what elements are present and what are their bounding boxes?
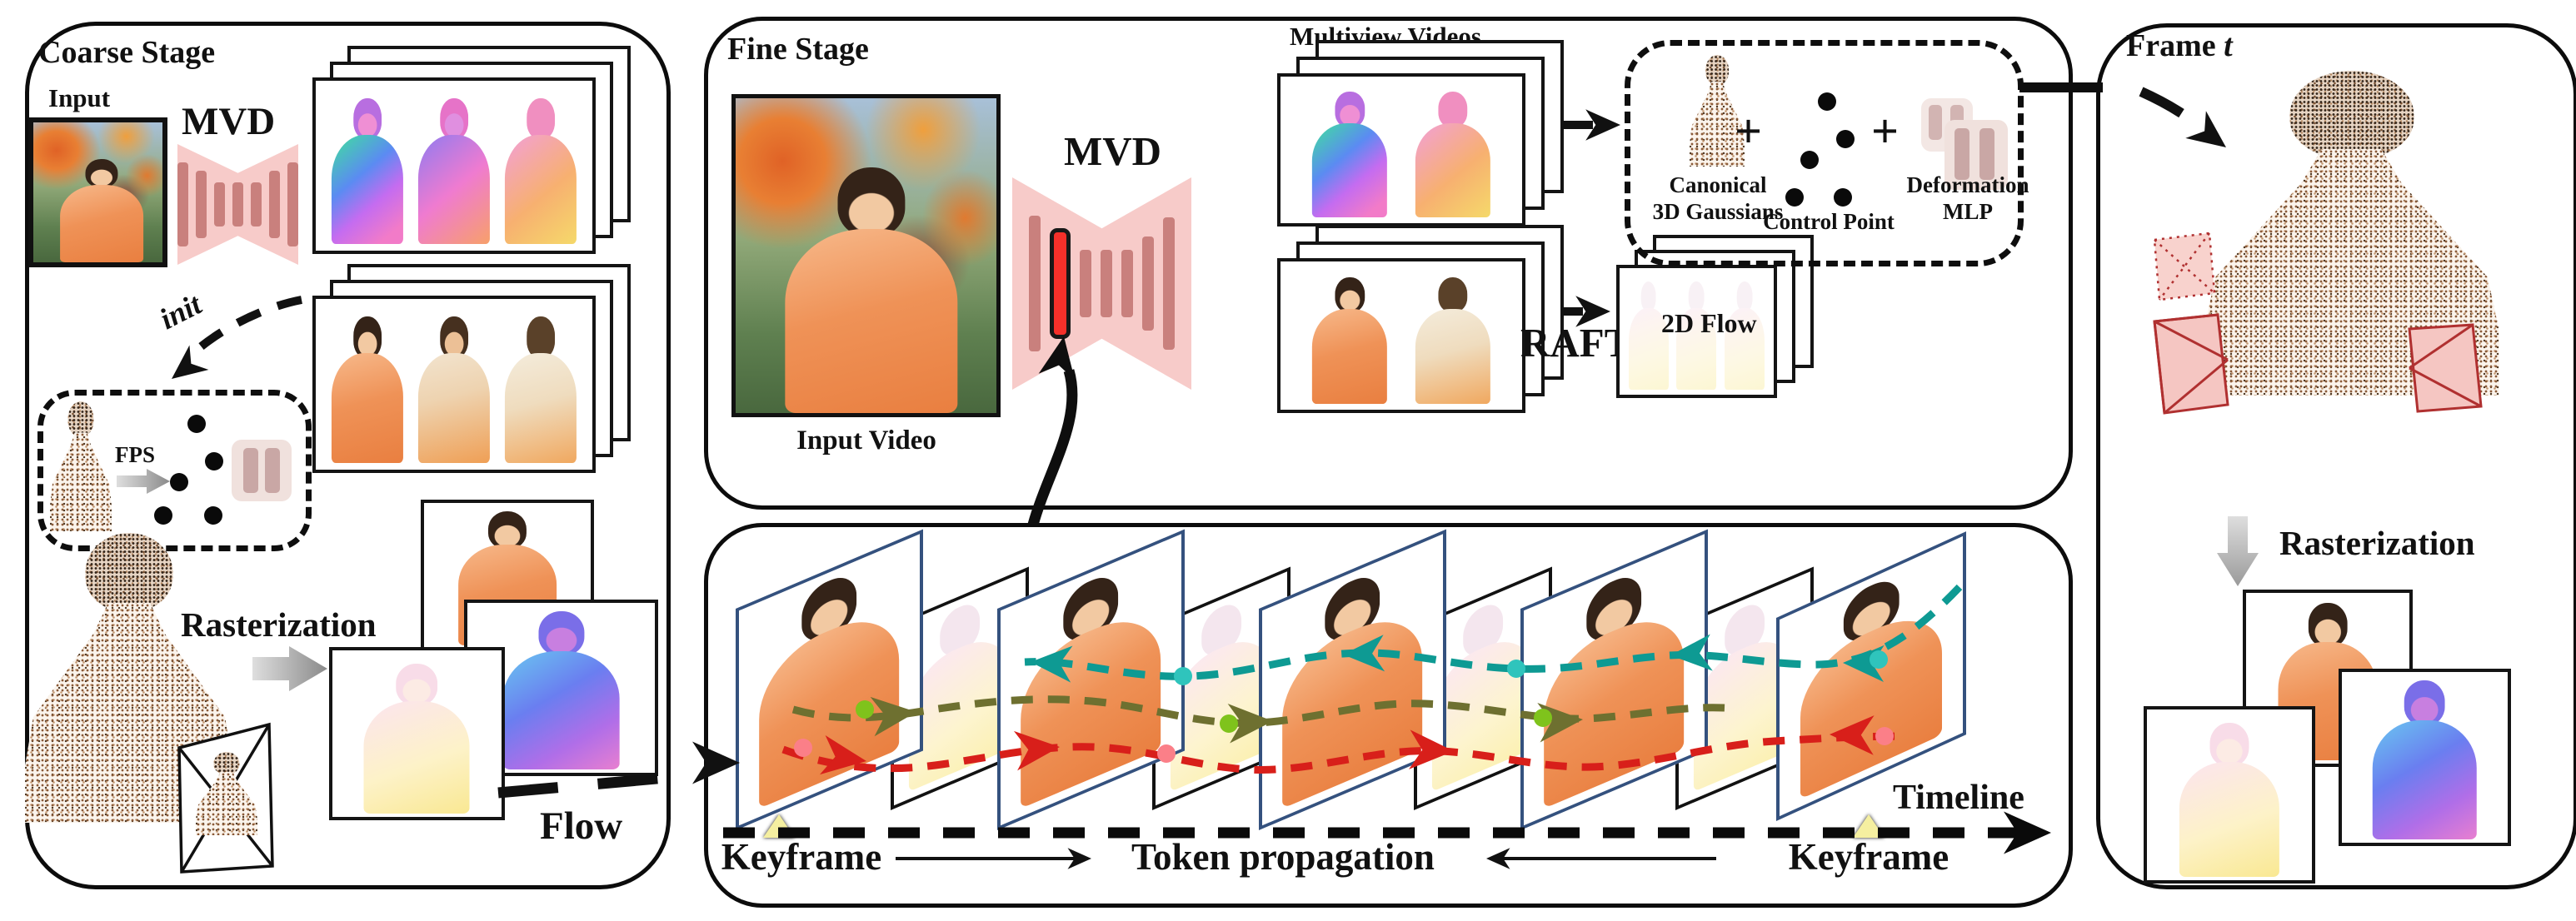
keyframe-right-label: Keyframe — [1788, 836, 1949, 878]
coarse-stage-title: Coarse Stage — [38, 35, 216, 70]
stack-front-frame — [312, 296, 596, 473]
raft-label: RAFT — [1520, 320, 1632, 366]
rgb-person — [502, 316, 580, 462]
control-point-dot — [204, 506, 222, 525]
control-point-dot — [154, 506, 172, 525]
keyframe-marker-left — [763, 814, 795, 838]
token-propagation-label: Token propagation — [1131, 836, 1435, 878]
canonical-label-line1: Canonical — [1669, 172, 1767, 197]
stack-front-frame — [312, 77, 596, 254]
normal-map-person — [328, 98, 407, 244]
control-point-dot — [1818, 92, 1836, 111]
frame-t-title: Frame t — [2126, 28, 2233, 63]
coarse-input-label: Input — [48, 83, 111, 112]
keyframe-left-label: Keyframe — [721, 836, 882, 878]
frame-t-gaussian-bust — [2204, 71, 2499, 396]
control-point-dot — [187, 415, 206, 433]
fine-input-video-label: Input Video — [796, 426, 936, 456]
normal-map-person — [1309, 92, 1390, 217]
input-video-person — [777, 167, 965, 413]
coarse-rasterization-label: Rasterization — [181, 605, 377, 644]
deformation-mlp-icon — [1921, 98, 2013, 192]
frustum-mini-render — [196, 752, 257, 835]
rgb-person — [415, 316, 493, 462]
stack-front-frame — [1277, 73, 1525, 227]
rendered-normal-person — [2369, 680, 2481, 839]
timeline-label: Timeline — [1893, 779, 2024, 817]
control-point-dot — [1800, 151, 1819, 169]
stack-front-frame — [1277, 258, 1525, 413]
rgb-person — [1309, 277, 1390, 404]
control-point-dot — [205, 452, 223, 470]
stack-front-frame: 2D Flow — [1616, 265, 1777, 398]
rendered-flow-person — [2175, 723, 2284, 877]
rgb-person — [328, 316, 407, 462]
fine-mvd-label: MVD — [1064, 128, 1162, 174]
flow2d-label: 2D Flow — [1661, 308, 1757, 338]
fine-stage-title: Fine Stage — [727, 32, 869, 67]
frame-t-flow-frame — [2144, 706, 2315, 884]
frame-t-title-var: t — [2224, 28, 2233, 63]
coarse-flow-label: Flow — [540, 804, 623, 848]
normal-map-person — [502, 98, 580, 244]
control-point-dot — [170, 473, 188, 491]
rendered-normal-person — [497, 611, 625, 769]
input-photo-person — [57, 159, 147, 262]
plus-sign: + — [1871, 104, 1900, 158]
gaussian-representation-box — [1625, 40, 2024, 266]
coarse-input-photo — [28, 117, 167, 267]
coarse-mvd-label: MVD — [182, 100, 276, 143]
mini-mlp-icon — [232, 440, 292, 501]
coarse-render-flow-frame — [329, 647, 505, 820]
coarse-box-gaussian-bust — [50, 401, 112, 531]
frame-t-normal-frame — [2339, 669, 2511, 846]
control-point-dot — [1836, 130, 1855, 148]
rendered-flow-person — [359, 664, 474, 814]
normal-map-person — [1412, 92, 1494, 217]
control-point-dot — [1785, 188, 1804, 207]
keyframe-marker-right — [1853, 814, 1885, 838]
normal-map-person — [415, 98, 493, 244]
fps-label: FPS — [115, 442, 156, 467]
rgb-person — [1412, 277, 1494, 404]
frame-t-rasterization-label: Rasterization — [2279, 524, 2475, 562]
canonical-label-line2: 3D Gaussians — [1652, 199, 1784, 224]
control-point-label: Control Point — [1763, 209, 1895, 234]
plus-sign: + — [1735, 104, 1763, 158]
control-point-dot — [1834, 188, 1852, 207]
deformation-label-line1: Deformation — [1906, 172, 2029, 197]
frame-t-title-prefix: Frame — [2126, 28, 2224, 63]
fine-input-video — [731, 94, 1001, 417]
deformation-label-line2: MLP — [1943, 199, 1993, 224]
